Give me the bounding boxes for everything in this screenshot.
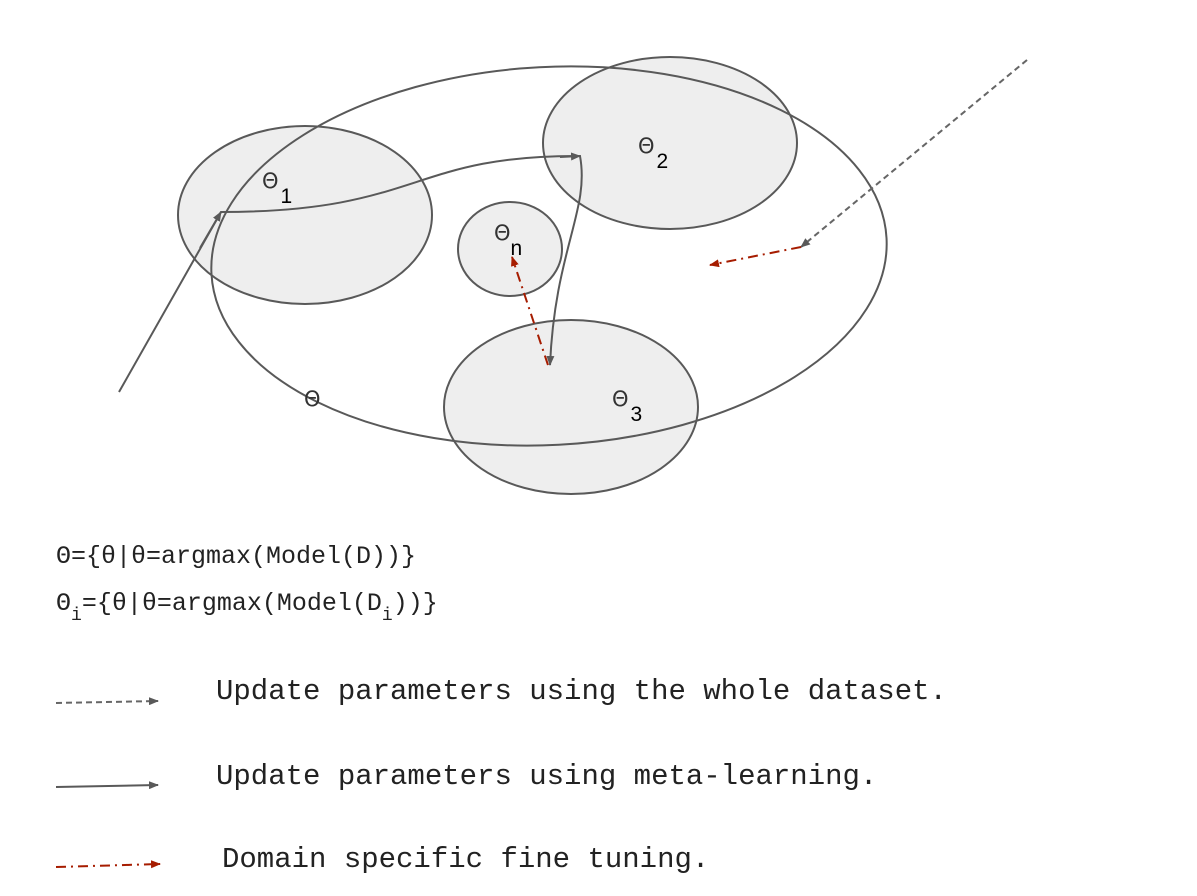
label-theta-n: Θn (494, 221, 522, 260)
label-theta-3: Θ3 (612, 387, 642, 426)
meta-learning-arrow-1 (199, 211, 222, 249)
region-theta-1 (177, 125, 433, 305)
legend-solid-swatch (55, 781, 159, 790)
region-theta-2 (542, 56, 798, 230)
meta-learning-path (118, 154, 583, 393)
label-theta-2: Θ2 (638, 134, 668, 173)
legend-dashdot-swatch (55, 860, 161, 869)
label-theta-1: Θ1 (262, 169, 292, 208)
meta-learning-arrow-2 (559, 152, 581, 161)
legend-dashed-swatch (55, 697, 159, 706)
fine-tuning-path-outer (709, 246, 802, 268)
legend-label-fine-tuning: Domain specific fine tuning. (222, 843, 709, 876)
region-theta-outer (210, 65, 888, 447)
legend: Update parameters using the whole datase… (55, 675, 947, 876)
label-theta-outer: Θ (304, 387, 321, 411)
legend-label-meta-learning: Update parameters using meta-learning. (216, 760, 877, 793)
formula-theta: Θ={θ|θ=argmax(Model(D))} (56, 542, 416, 571)
region-theta-3 (443, 319, 699, 495)
region-theta-n (457, 201, 563, 297)
formula-theta-i: Θi={θ|θ=argmax(Model(Di))} (56, 589, 438, 626)
legend-label-whole-dataset: Update parameters using the whole datase… (216, 675, 947, 708)
whole-dataset-path (800, 59, 1028, 248)
fine-tuning-path-theta3 (511, 256, 549, 366)
